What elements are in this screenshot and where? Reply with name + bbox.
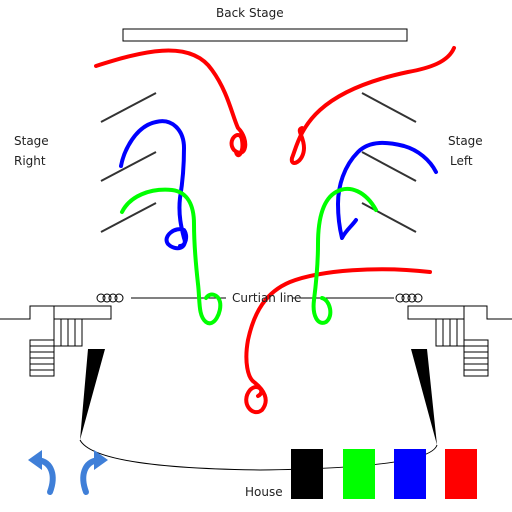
stage-right-label-line2: Right [14, 154, 46, 168]
red-path-upper-right[interactable] [289, 46, 456, 165]
redo-button[interactable] [76, 448, 112, 496]
curtain-line-label: Curtian line [232, 291, 302, 305]
stairs-right [435, 318, 489, 377]
color-swatch-black[interactable] [291, 449, 323, 499]
redo-arrow-icon [80, 450, 108, 495]
blue-path-left[interactable] [119, 119, 189, 251]
red-path-curtain[interactable] [244, 267, 432, 414]
back-stage-label: Back Stage [216, 6, 284, 20]
red-path-upper-left[interactable] [94, 48, 248, 158]
green-path-right[interactable] [311, 186, 378, 325]
stairs-left [29, 318, 83, 377]
proscenium-right [411, 349, 437, 445]
undo-arrow-icon [28, 450, 56, 495]
back-stage-bar [122, 28, 408, 42]
blue-path-right[interactable] [336, 140, 438, 240]
stage-left-label-line2: Left [450, 154, 473, 168]
color-swatch-red[interactable] [445, 449, 477, 499]
stage-left-label-line1: Stage [448, 134, 483, 148]
stage-right-wings [100, 92, 157, 233]
undo-button[interactable] [24, 448, 60, 496]
blocking-paths[interactable] [94, 46, 456, 414]
stage-right-label-line1: Stage [14, 134, 49, 148]
stage-left-wings [361, 92, 417, 233]
house-label: House [245, 485, 283, 499]
color-swatch-green[interactable] [343, 449, 375, 499]
curtain-line [96, 293, 423, 303]
green-path-left[interactable] [120, 187, 223, 326]
proscenium-left [80, 349, 105, 440]
color-swatch-blue[interactable] [394, 449, 426, 499]
